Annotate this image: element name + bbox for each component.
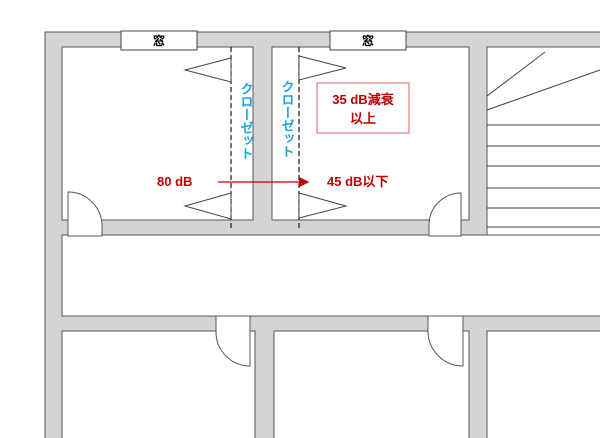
closet-door-swing	[183, 192, 232, 220]
door-right-room	[428, 192, 462, 237]
attenuation-line2: 以上	[350, 111, 376, 126]
window-right: 窓	[329, 30, 407, 51]
window-left: 窓	[120, 30, 198, 51]
closet-door-swing	[183, 57, 232, 83]
attenuation-line1: 35 dB減衰	[332, 92, 394, 107]
stair-room	[486, 46, 600, 236]
corridor	[61, 234, 600, 317]
closet-door-swing	[298, 55, 347, 81]
svg-text:窓: 窓	[362, 33, 374, 48]
closet-label-right: クローゼット	[280, 80, 295, 158]
door-left-room	[67, 191, 103, 237]
svg-text:窓: 窓	[153, 33, 165, 48]
door-bottom-middle	[427, 315, 464, 367]
source-level: 80 dB	[157, 174, 192, 189]
received-level: 45 dB以下	[327, 174, 388, 189]
closet-door-swing	[298, 192, 348, 219]
attenuation-box	[316, 82, 410, 134]
stairs	[486, 51, 600, 228]
closet-label-left: クローゼット	[239, 82, 254, 160]
door-bottom-left	[215, 315, 251, 367]
room-bottom-right	[486, 330, 600, 438]
